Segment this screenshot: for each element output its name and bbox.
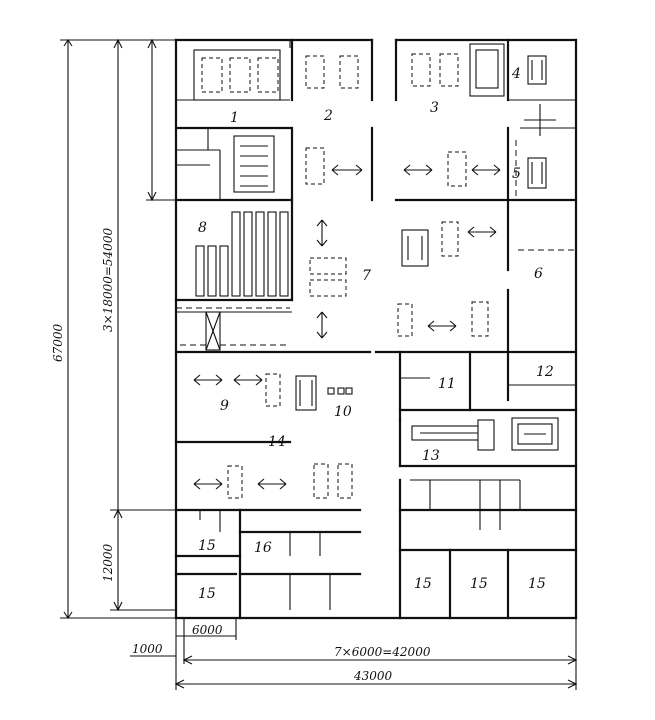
room-label-3: 3	[430, 100, 439, 116]
building-walls	[174, 38, 578, 620]
room-labels: 1 2 3 4 5 6 7 8 9 10 11 12 13 14 15 16 1…	[198, 66, 554, 602]
room-label-15-d: 15	[470, 576, 488, 592]
equipment	[193, 43, 559, 499]
dim-spans: 7×6000=42000	[334, 645, 431, 659]
room-label-13: 13	[422, 448, 440, 464]
dim-total-height: 67000	[51, 323, 65, 362]
room-label-10: 10	[334, 404, 352, 420]
storage-racks	[195, 211, 289, 297]
room-label-4: 4	[511, 66, 521, 82]
room-label-2: 2	[323, 108, 333, 124]
room-label-9: 9	[220, 398, 229, 414]
room-label-15-a: 15	[198, 538, 216, 554]
dim-lower-height: 12000	[101, 543, 115, 582]
room-label-6: 6	[534, 266, 543, 282]
room-label-11: 11	[438, 376, 456, 392]
dim-offset: 1000	[132, 642, 163, 656]
dim-first-span: 6000	[192, 623, 223, 637]
room-label-14: 14	[268, 434, 286, 450]
dashed-lines	[176, 140, 576, 346]
room-label-1: 1	[230, 110, 239, 126]
room-label-15-c: 15	[414, 576, 432, 592]
room-label-15-b: 15	[198, 586, 216, 602]
dimension-labels: 67000 3×18000=54000 12000 6000 1000 7×60…	[51, 228, 431, 683]
dimension-lines	[60, 38, 578, 690]
room-label-15-e: 15	[528, 576, 546, 592]
room-label-7: 7	[362, 268, 371, 284]
dim-bay-height: 3×18000=54000	[101, 228, 115, 332]
room-label-12: 12	[536, 364, 554, 380]
room-label-8: 8	[198, 220, 207, 236]
dim-total-width: 43000	[353, 669, 393, 683]
room-label-5: 5	[512, 166, 521, 182]
room-label-16: 16	[254, 540, 272, 556]
